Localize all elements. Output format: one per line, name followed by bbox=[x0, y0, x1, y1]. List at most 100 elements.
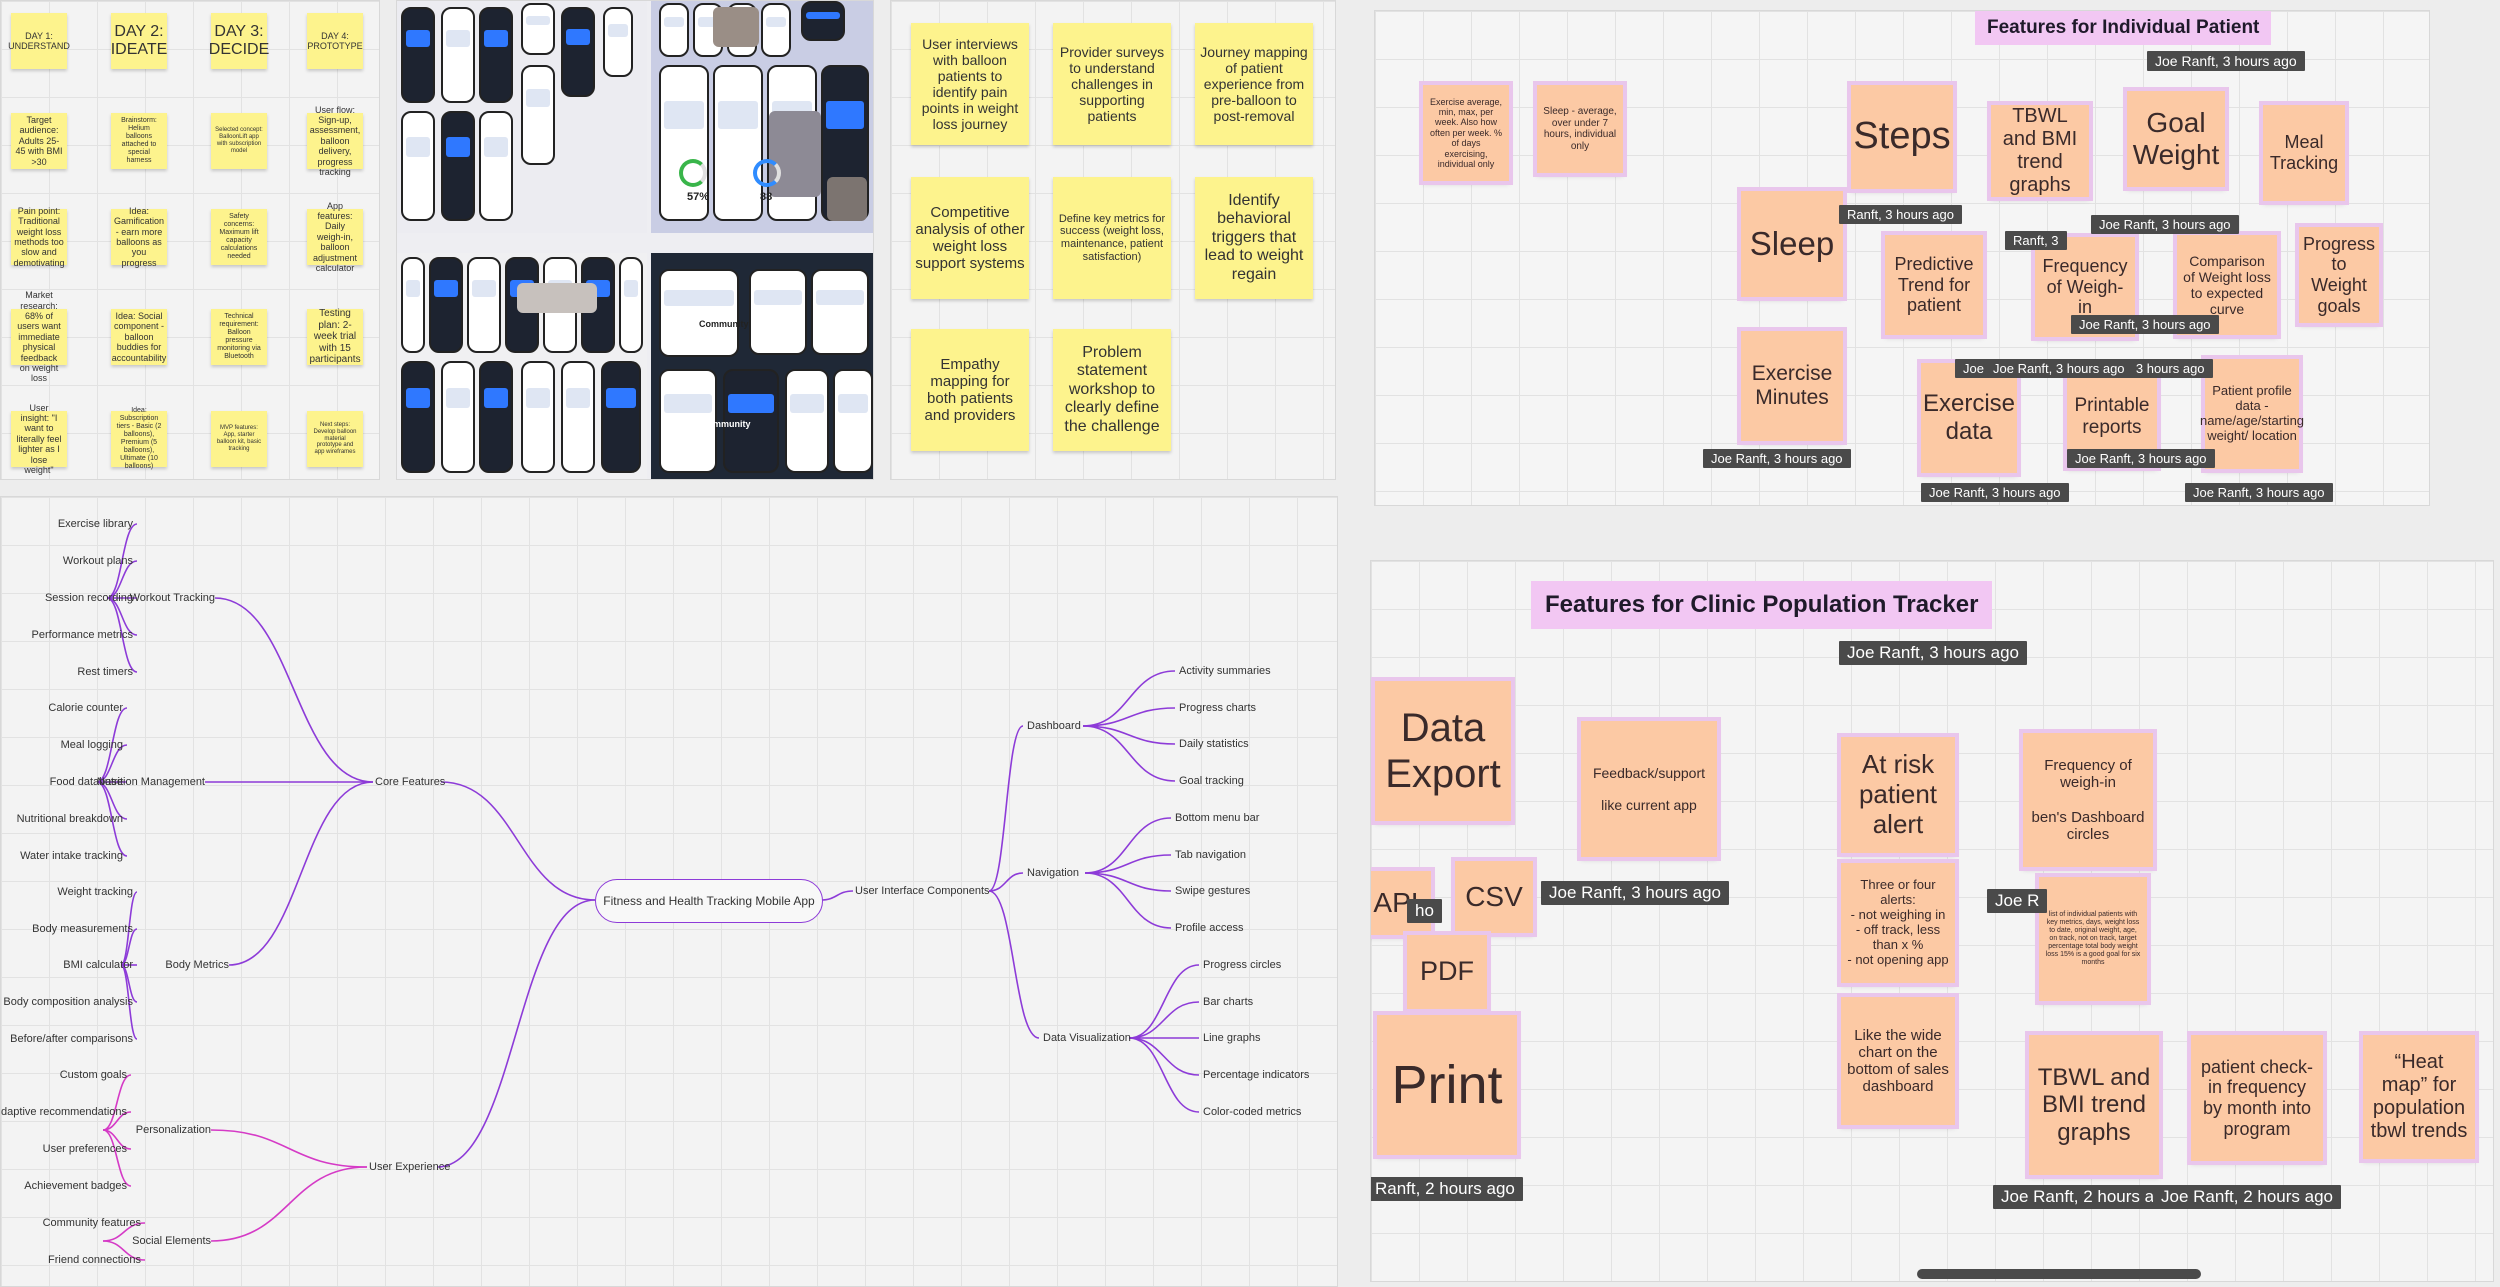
mindmap-leaf-node[interactable]: Color-coded metrics bbox=[1203, 1106, 1302, 1118]
individual-feature-note[interactable]: Exercise Minutes bbox=[1741, 331, 1843, 441]
mindmap-leaf-node[interactable]: BMI calculator bbox=[63, 959, 133, 971]
phase-note[interactable]: Idea: Social component - balloon buddies… bbox=[111, 309, 167, 365]
research-note[interactable]: Identify behavioral triggers that lead t… bbox=[1195, 177, 1313, 299]
mindmap-node-ui-components[interactable]: User Interface Components bbox=[855, 885, 990, 897]
mindmap-leaf-node[interactable]: Community features bbox=[42, 1217, 141, 1229]
clinic-feature-note[interactable]: patient check-in frequency by month into… bbox=[2191, 1035, 2323, 1161]
mindmap-group-node[interactable]: Data Visualization bbox=[1043, 1032, 1131, 1044]
individual-feature-note[interactable]: Exercise average, min, max, per week. Al… bbox=[1423, 85, 1509, 181]
mindmap-group-node[interactable]: Body Metrics bbox=[165, 959, 229, 971]
mindmap-leaf-node[interactable]: Performance metrics bbox=[31, 629, 133, 641]
mindmap-leaf-node[interactable]: Exercise library bbox=[57, 518, 133, 530]
research-note[interactable]: Competitive analysis of other weight los… bbox=[911, 177, 1029, 299]
mindmap-leaf-node[interactable]: Weight tracking bbox=[57, 886, 133, 898]
phase-note[interactable]: MVP features: App, starter balloon kit, … bbox=[211, 411, 267, 467]
clinic-feature-note[interactable]: Three or four alerts: - not weighing in … bbox=[1841, 863, 1955, 983]
phase-note[interactable]: Next steps: Develop balloon material pro… bbox=[307, 411, 363, 467]
phase-note[interactable]: Testing plan: 2-week trial with 15 parti… bbox=[307, 308, 363, 365]
phase-note[interactable]: Market research: 68% of users want immed… bbox=[11, 290, 67, 383]
mindmap-leaf-node[interactable]: Body measurements bbox=[32, 923, 133, 935]
mindmap-leaf-node[interactable]: User preferences bbox=[42, 1143, 127, 1155]
inspiration-frame[interactable]: 57% 88 Community Community bbox=[396, 0, 874, 480]
mindmap-leaf-node[interactable]: Before/after comparisons bbox=[10, 1033, 133, 1045]
mindmap-leaf-node[interactable]: Goal tracking bbox=[1179, 775, 1244, 787]
mindmap-leaf-node[interactable]: Line graphs bbox=[1203, 1032, 1261, 1044]
mindmap-leaf-node[interactable]: Water intake tracking bbox=[20, 850, 123, 862]
mindmap-leaf-node[interactable]: Progress charts bbox=[1179, 702, 1257, 714]
mindmap-leaf-node[interactable]: Daily statistics bbox=[1179, 738, 1249, 750]
clinic-feature-note[interactable]: Data Export bbox=[1375, 681, 1511, 821]
mindmap-group-node[interactable]: Navigation bbox=[1027, 867, 1079, 879]
mindmap-leaf-node[interactable]: Custom goals bbox=[59, 1069, 127, 1081]
phase-note[interactable]: User flow: Sign-up, assessment, balloon … bbox=[307, 105, 363, 177]
mindmap-root-node[interactable]: Fitness and Health Tracking Mobile App bbox=[595, 879, 823, 923]
clinic-feature-note[interactable]: CSV bbox=[1455, 861, 1533, 933]
research-note[interactable]: Empathy mapping for both patients and pr… bbox=[911, 329, 1029, 451]
mindmap-leaf-node[interactable]: Workout plans bbox=[62, 555, 133, 567]
clinic-feature-note[interactable]: PDF bbox=[1407, 935, 1487, 1009]
mindmap-leaf-node[interactable]: Progress circles bbox=[1203, 959, 1282, 971]
mindmap-leaf-node[interactable]: Activity summaries bbox=[1179, 665, 1271, 677]
individual-feature-note[interactable]: TBWL and BMI trend graphs bbox=[1991, 105, 2089, 197]
individual-feature-note[interactable]: Goal Weight bbox=[2127, 91, 2225, 187]
mindmap-group-node[interactable]: Dashboard bbox=[1027, 720, 1081, 732]
mindmap-leaf-node[interactable]: Swipe gestures bbox=[1175, 885, 1251, 897]
mindmap-leaf-node[interactable]: Friend connections bbox=[48, 1254, 141, 1266]
phase-note[interactable]: Safety concerns: Maximum lift capacity c… bbox=[211, 209, 267, 265]
mindmap-leaf-node[interactable]: Calorie counter bbox=[48, 702, 123, 714]
individual-frame[interactable]: Features for Individual Patient Joe Ranf… bbox=[1374, 10, 2430, 506]
individual-feature-note[interactable]: Steps bbox=[1851, 85, 1953, 189]
phase-note[interactable]: Idea: Gamification - earn more balloons … bbox=[111, 206, 167, 268]
mindmap-leaf-node[interactable]: Tab navigation bbox=[1175, 849, 1246, 861]
clinic-feature-note[interactable]: list of individual patients with key met… bbox=[2039, 877, 2147, 1001]
mindmap-leaf-node[interactable]: Adaptive recommendations bbox=[0, 1106, 127, 1118]
clinic-feature-note[interactable]: Frequency of weigh-in ben's Dashboard ci… bbox=[2023, 733, 2153, 867]
research-frame[interactable]: User interviews with balloon patients to… bbox=[890, 0, 1336, 480]
phase-note[interactable]: Target audience: Adults 25-45 with BMI >… bbox=[11, 113, 67, 169]
mindmap-leaf-node[interactable]: Percentage indicators bbox=[1203, 1069, 1310, 1081]
phase-note[interactable]: Pain point: Traditional weight loss meth… bbox=[11, 206, 67, 268]
research-note[interactable]: Journey mapping of patient experience fr… bbox=[1195, 23, 1313, 145]
mindmap-group-node[interactable]: Social Elements bbox=[132, 1235, 211, 1247]
clinic-feature-note[interactable]: Feedback/support like current app bbox=[1581, 721, 1717, 857]
mindmap-leaf-node[interactable]: Bottom menu bar bbox=[1175, 812, 1260, 824]
research-note[interactable]: Problem statement workshop to clearly de… bbox=[1053, 329, 1171, 451]
research-note[interactable]: User interviews with balloon patients to… bbox=[911, 23, 1029, 145]
mindmap-leaf-node[interactable]: Nutritional breakdown bbox=[16, 813, 123, 825]
mindmap-group-node[interactable]: Personalization bbox=[135, 1124, 211, 1136]
clinic-feature-note[interactable]: Like the wide chart on the bottom of sal… bbox=[1841, 997, 1955, 1125]
horizontal-scrollbar[interactable] bbox=[1917, 1269, 2201, 1279]
clinic-feature-note[interactable]: “Heat map” for population tbwl trends bbox=[2363, 1035, 2475, 1159]
mindmap-leaf-node[interactable]: Food database bbox=[49, 776, 123, 788]
phase-note[interactable]: Technical requirement: Balloon pressure … bbox=[211, 309, 267, 365]
research-note[interactable]: Provider surveys to understand challenge… bbox=[1053, 23, 1171, 145]
mindmap-group-node[interactable]: Workout Tracking bbox=[129, 592, 215, 604]
mindmap-group-node[interactable]: Nutrition Management bbox=[96, 776, 205, 788]
individual-feature-note[interactable]: Patient profile data - name/age/starting… bbox=[2200, 359, 2304, 469]
mindmap-frame[interactable]: Fitness and Health Tracking Mobile App C… bbox=[0, 496, 1338, 1287]
mindmap-leaf-node[interactable]: Profile access bbox=[1175, 922, 1244, 934]
phase-note[interactable]: Selected concept: BalloonLift app with s… bbox=[211, 113, 267, 169]
phase-note[interactable]: Brainstorm: Helium balloons attached to … bbox=[111, 113, 167, 169]
research-note[interactable]: Define key metrics for success (weight l… bbox=[1053, 177, 1171, 299]
individual-feature-note[interactable]: Exercise data bbox=[1921, 363, 2017, 473]
clinic-frame[interactable]: Features for Clinic Population Tracker J… bbox=[1370, 560, 2494, 1282]
clinic-feature-note[interactable]: TBWL and BMI trend graphs bbox=[2029, 1035, 2159, 1175]
mindmap-leaf-node[interactable]: Achievement badges bbox=[24, 1180, 127, 1192]
mindmap-leaf-node[interactable]: Session recording bbox=[44, 592, 133, 604]
mindmap-leaf-node[interactable]: Meal logging bbox=[60, 739, 123, 751]
mindmap-leaf-node[interactable]: Body composition analysis bbox=[3, 996, 133, 1008]
phase-note[interactable]: Idea: Subscription tiers - Basic (2 ball… bbox=[111, 407, 167, 470]
clinic-feature-note[interactable]: At risk patient alert bbox=[1841, 737, 1955, 853]
individual-feature-note[interactable]: Progress to Weight goals bbox=[2299, 227, 2379, 323]
phase-note[interactable]: User insight: "I want to literally feel … bbox=[11, 403, 67, 475]
individual-feature-note[interactable]: Sleep - average, over under 7 hours, ind… bbox=[1537, 85, 1623, 173]
individual-feature-note[interactable]: Meal Tracking bbox=[2263, 105, 2345, 201]
mindmap-leaf-node[interactable]: Rest timers bbox=[77, 666, 133, 678]
phase-note[interactable]: App features: Daily weigh-in, balloon ad… bbox=[307, 201, 363, 273]
mindmap-node-core-features[interactable]: Core Features bbox=[375, 776, 446, 788]
mindmap-node-user-experience[interactable]: User Experience bbox=[369, 1161, 451, 1173]
mindmap-leaf-node[interactable]: Bar charts bbox=[1203, 996, 1254, 1008]
individual-feature-note[interactable]: Predictive Trend for patient bbox=[1885, 235, 1983, 335]
